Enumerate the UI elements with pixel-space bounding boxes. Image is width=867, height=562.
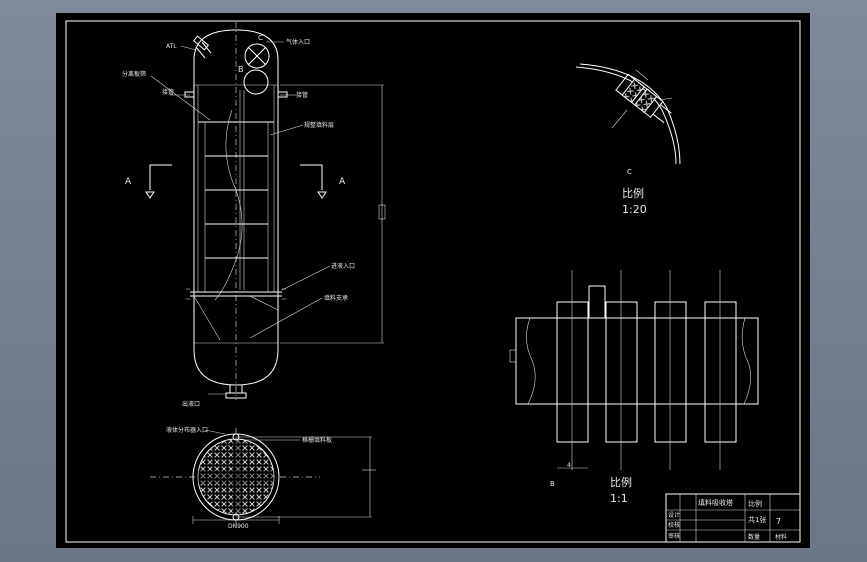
column-front-view [145, 22, 386, 400]
detail-c-scale-label: 比例 [622, 186, 644, 200]
section-view [150, 428, 376, 525]
label-liquid-inlet: 进液入口 [331, 262, 355, 270]
drawing-sheet [56, 13, 810, 548]
label-right-nozzle: 接管 [296, 91, 308, 99]
label-section-a-left: A [125, 177, 132, 187]
detail-b-scale-label: 比例 [610, 475, 632, 489]
title-block-scale: 比例 [748, 499, 762, 508]
label-nozzle-tl: ATL [166, 43, 177, 50]
label-detail-b: B [550, 480, 555, 488]
title-block-review: 审核 [668, 532, 680, 540]
title-block [665, 493, 801, 543]
label-b-marker: B [238, 65, 244, 74]
label-section-a-right: A [339, 177, 346, 187]
label-gas-inlet: 气体入口 [286, 38, 310, 46]
detail-c-view [575, 63, 681, 165]
label-c-marker: C [258, 34, 263, 42]
label-section-packing: 格栅填料板 [302, 436, 332, 444]
detail-b-view [509, 270, 759, 470]
label-left-nozzle: 接管 [162, 88, 174, 96]
detail-c-scale-value: 1:20 [622, 203, 647, 216]
title-block-material: 材料 [775, 533, 787, 541]
label-packing-support: 分离板筛 [122, 70, 146, 78]
title-block-sheets: 共1张 [748, 515, 766, 524]
title-block-design: 设计 [668, 511, 680, 519]
title-block-check: 校核 [668, 521, 680, 529]
drawing-border [65, 20, 801, 543]
label-support-plate: 填料支承 [324, 294, 348, 302]
title-block-drawing-title: 填料吸收塔 [698, 498, 733, 507]
label-detail-b-dim: 4 [567, 462, 571, 469]
label-bottom-outlet: 出液口 [182, 400, 200, 408]
label-detail-c: C [627, 168, 632, 176]
detail-b-scale-value: 1:1 [610, 492, 628, 505]
title-block-sheet-number: 7 [776, 517, 781, 526]
label-section-dim: DN900 [228, 523, 249, 530]
title-block-quantity: 数量 [748, 533, 760, 541]
label-packing-layer: 规整填料层 [304, 121, 334, 129]
label-section-inlet: 液体分布器入口 [166, 426, 208, 434]
